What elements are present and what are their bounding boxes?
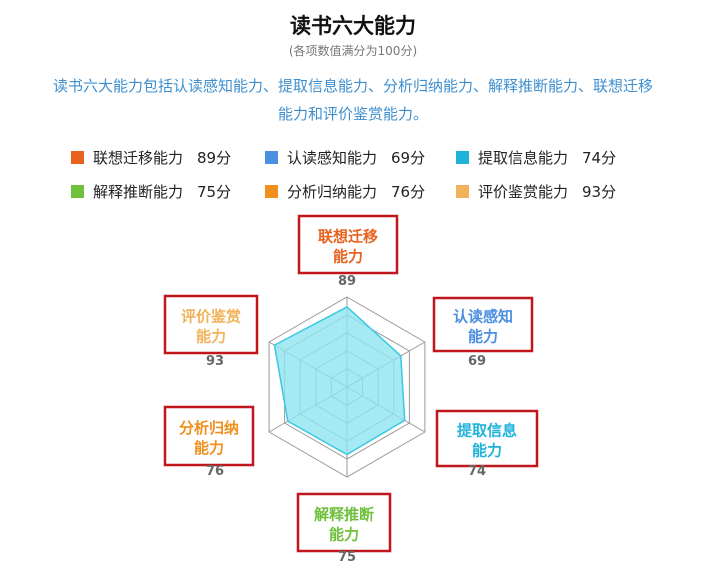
category-label-2-line-1: 能力 (472, 442, 502, 460)
legend-swatch-5 (456, 184, 469, 198)
legend-label-0: 联想迁移能力 (93, 148, 184, 167)
category-label-1-line-1: 能力 (468, 328, 498, 346)
description-line-2: 能力和评价鉴赏能力。 (277, 105, 428, 123)
category-label-3-line-1: 能力 (329, 526, 359, 544)
legend-swatch-3 (71, 184, 84, 198)
legend-label-1: 认读感知能力 (287, 148, 378, 167)
legend-score-3: 75分 (197, 182, 232, 201)
category-label-5-line-1: 能力 (196, 328, 226, 346)
legend-label-4: 分析归纳能力 (287, 182, 378, 201)
legend-item-1: 认读感知能力 69分 (265, 147, 425, 167)
legend-score-2: 74分 (582, 148, 617, 167)
legend-swatch-0 (71, 150, 84, 164)
radar-series-area (273, 305, 406, 456)
value-label-2: 74 (468, 464, 486, 479)
legend-label-2: 提取信息能力 (478, 148, 569, 167)
category-label-2-line-0: 提取信息 (457, 422, 517, 440)
value-label-1: 69 (468, 354, 486, 369)
description-line-1: 读书六大能力包括认读感知能力、提取信息能力、分析归纳能力、解释推断能力、联想迁移 (52, 77, 653, 95)
category-highlight-box-3 (296, 492, 392, 553)
value-label-3: 75 (338, 550, 356, 565)
category-highlight-box-4 (163, 405, 255, 467)
legend-swatch-1 (265, 150, 278, 164)
value-label-0: 89 (338, 274, 356, 289)
legend-score-1: 69分 (391, 148, 426, 167)
legend-item-2: 提取信息能力 74分 (456, 147, 616, 167)
legend-score-4: 76分 (391, 182, 426, 201)
category-label-5-line-0: 评价鉴赏 (181, 308, 241, 326)
category-highlight-box-0 (297, 214, 399, 275)
category-highlight-box-1 (432, 296, 534, 353)
category-label-0-line-1: 能力 (333, 248, 363, 266)
legend-item-5: 评价鉴赏能力 93分 (456, 181, 616, 201)
page-title: 读书六大能力 (290, 14, 416, 38)
category-label-0-line-0: 联想迁移 (318, 228, 378, 246)
legend-score-0: 89分 (197, 148, 232, 167)
legend-label-5: 评价鉴赏能力 (478, 182, 569, 201)
category-label-4-line-0: 分析归纳 (179, 419, 239, 437)
legend-item-3: 解释推断能力 75分 (71, 181, 231, 201)
legend-swatch-2 (456, 150, 469, 164)
legend-item-0: 联想迁移能力 89分 (71, 147, 231, 167)
category-highlight-box-5 (163, 294, 259, 355)
value-label-4: 76 (206, 464, 224, 479)
category-label-1-line-0: 认读感知 (453, 308, 513, 326)
page-subtitle: (各项数值满分为100分) (288, 44, 418, 58)
legend-swatch-4 (265, 184, 278, 198)
description: 读书六大能力包括认读感知能力、提取信息能力、分析归纳能力、解释推断能力、联想迁移… (28, 72, 678, 128)
category-label-4-line-1: 能力 (194, 439, 224, 457)
category-highlight-box-2 (435, 409, 539, 468)
legend-item-4: 分析归纳能力 76分 (265, 181, 425, 201)
legend-label-3: 解释推断能力 (93, 182, 184, 201)
value-label-5: 93 (206, 354, 224, 369)
legend-score-5: 93分 (582, 182, 617, 201)
category-label-3-line-0: 解释推断 (314, 506, 374, 524)
